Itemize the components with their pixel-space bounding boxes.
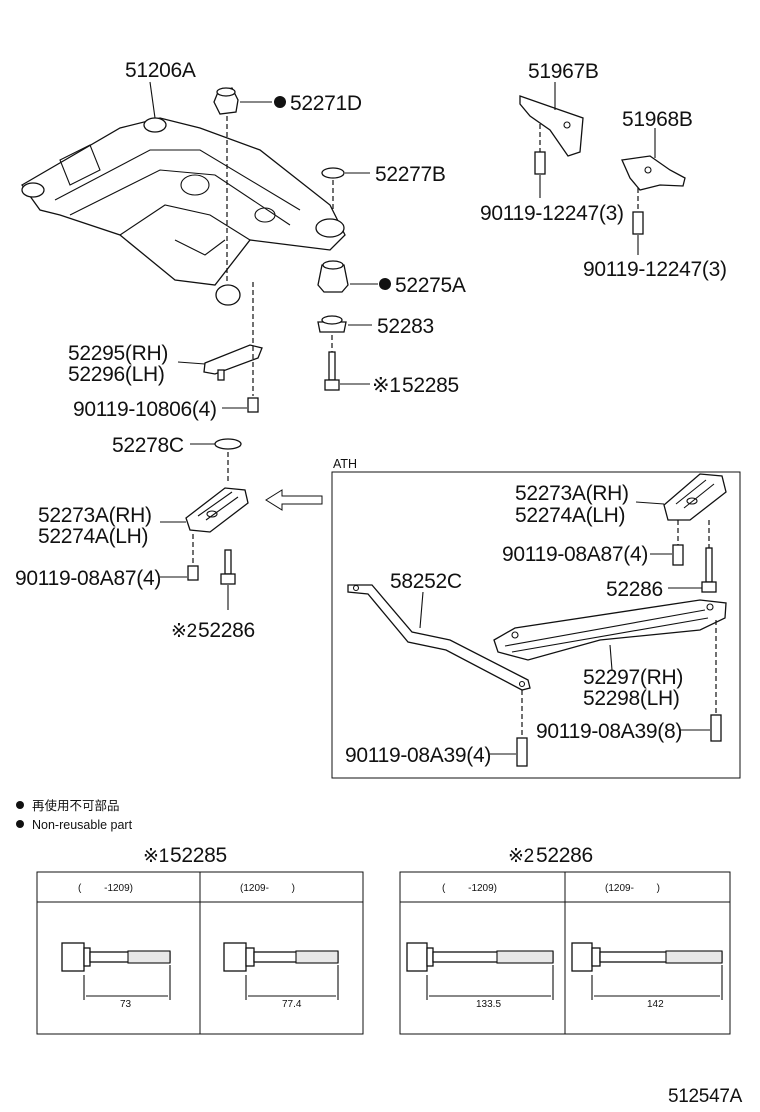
bolt-52285 bbox=[324, 351, 340, 391]
part-52285: 52285 bbox=[402, 374, 459, 397]
table1-dim2: 77.4 bbox=[282, 999, 302, 1010]
part-90119-08A87-left: 90119-08A87(4) bbox=[15, 567, 161, 590]
mount-52273A-right bbox=[663, 473, 727, 521]
bracket-51968B bbox=[621, 155, 686, 191]
bolt-illustration-73 bbox=[61, 942, 171, 972]
part-52277B: 52277B bbox=[375, 163, 446, 186]
leader-51206A bbox=[149, 81, 156, 119]
brace-58252C bbox=[347, 584, 531, 691]
bolt-90119-08A39-8 bbox=[710, 714, 722, 742]
table2-dim1: 133.5 bbox=[476, 999, 501, 1010]
bolt-90119-12247-a bbox=[534, 151, 546, 175]
subframe-illustration bbox=[21, 117, 346, 306]
part-51967B: 51967B bbox=[528, 60, 599, 83]
bolt-90119-12247-b bbox=[632, 211, 644, 235]
bolt-90119-10806 bbox=[247, 397, 259, 413]
bolt-52286-left bbox=[220, 549, 236, 585]
part-51206A: 51206A bbox=[125, 59, 196, 82]
bolt-90119-08A87-right bbox=[672, 544, 684, 566]
table2-col1: ( -1209) bbox=[442, 883, 497, 894]
bracket-52295 bbox=[203, 344, 263, 381]
table1-mark: ※1 bbox=[143, 846, 169, 867]
part-52273A-left: 52273A(RH) bbox=[38, 504, 152, 527]
bracket-51967B bbox=[519, 95, 584, 157]
bolt-illustration-133-5 bbox=[406, 942, 554, 972]
mark-note1: ※1 bbox=[372, 374, 401, 397]
part-52297: 52297(RH) bbox=[583, 666, 683, 689]
part-52274A-right: 52274A(LH) bbox=[515, 504, 625, 527]
bolt-illustration-77-4 bbox=[223, 942, 339, 972]
part-90119-08A39-8: 90119-08A39(8) bbox=[536, 720, 682, 743]
part-90119-12247-a: 90119-12247(3) bbox=[480, 202, 624, 225]
bushing-52275A bbox=[317, 260, 349, 293]
non-reusable-icon bbox=[274, 96, 286, 108]
figure-id: 512547A bbox=[668, 1086, 743, 1107]
part-52286-left: 52286 bbox=[198, 619, 255, 642]
bushing-52271D bbox=[213, 87, 239, 115]
part-52296: 52296(LH) bbox=[68, 363, 165, 386]
part-52283: 52283 bbox=[377, 315, 434, 338]
table2-mark: ※2 bbox=[508, 846, 534, 867]
plate-52297 bbox=[493, 599, 727, 661]
legend-bullet-icon bbox=[16, 801, 24, 809]
bolt-90119-08A87-left bbox=[187, 565, 199, 581]
part-51968B: 51968B bbox=[622, 108, 693, 131]
washer-52278C bbox=[214, 438, 242, 450]
mark-note2-left: ※2 bbox=[171, 621, 197, 642]
ath-label: ATH bbox=[333, 457, 357, 471]
mount-52273A-left bbox=[185, 487, 249, 533]
part-90119-08A39-4: 90119-08A39(4) bbox=[345, 744, 491, 767]
bolt-90119-08A39-4 bbox=[516, 737, 528, 767]
part-90119-08A87-right: 90119-08A87(4) bbox=[502, 543, 648, 566]
table1-col1: ( -1209) bbox=[78, 883, 133, 894]
part-52271D: 52271D bbox=[290, 92, 362, 115]
part-52286-right: 52286 bbox=[606, 578, 663, 601]
part-52273A-right: 52273A(RH) bbox=[515, 482, 629, 505]
part-52274A-left: 52274A(LH) bbox=[38, 525, 148, 548]
bolt-illustration-142 bbox=[571, 942, 723, 972]
table1-dim1: 73 bbox=[120, 999, 132, 1010]
stopper-52283 bbox=[317, 315, 347, 333]
part-52295: 52295(RH) bbox=[68, 342, 168, 365]
table2-part: 52286 bbox=[536, 844, 593, 867]
part-52298: 52298(LH) bbox=[583, 687, 680, 710]
table2-dim2: 142 bbox=[647, 999, 664, 1010]
part-52278C: 52278C bbox=[112, 434, 184, 457]
bolt-52286-right bbox=[701, 547, 717, 593]
arrow-to-mount-icon bbox=[265, 489, 323, 511]
legend-bullet-icon bbox=[16, 820, 24, 828]
legend-en: Non-reusable part bbox=[32, 818, 133, 832]
part-90119-10806: 90119-10806(4) bbox=[73, 398, 217, 421]
part-58252C: 58252C bbox=[390, 570, 462, 593]
washer-52277B bbox=[321, 167, 345, 179]
part-90119-12247-b: 90119-12247(3) bbox=[583, 258, 727, 281]
table2-col2: (1209- ) bbox=[605, 883, 660, 894]
legend-jp: 再使用不可部品 bbox=[32, 798, 120, 813]
part-52275A: 52275A bbox=[395, 274, 466, 297]
table1-col2: (1209- ) bbox=[240, 883, 295, 894]
non-reusable-icon bbox=[379, 278, 391, 290]
table1-part: 52285 bbox=[170, 844, 227, 867]
ath-box bbox=[331, 471, 741, 779]
